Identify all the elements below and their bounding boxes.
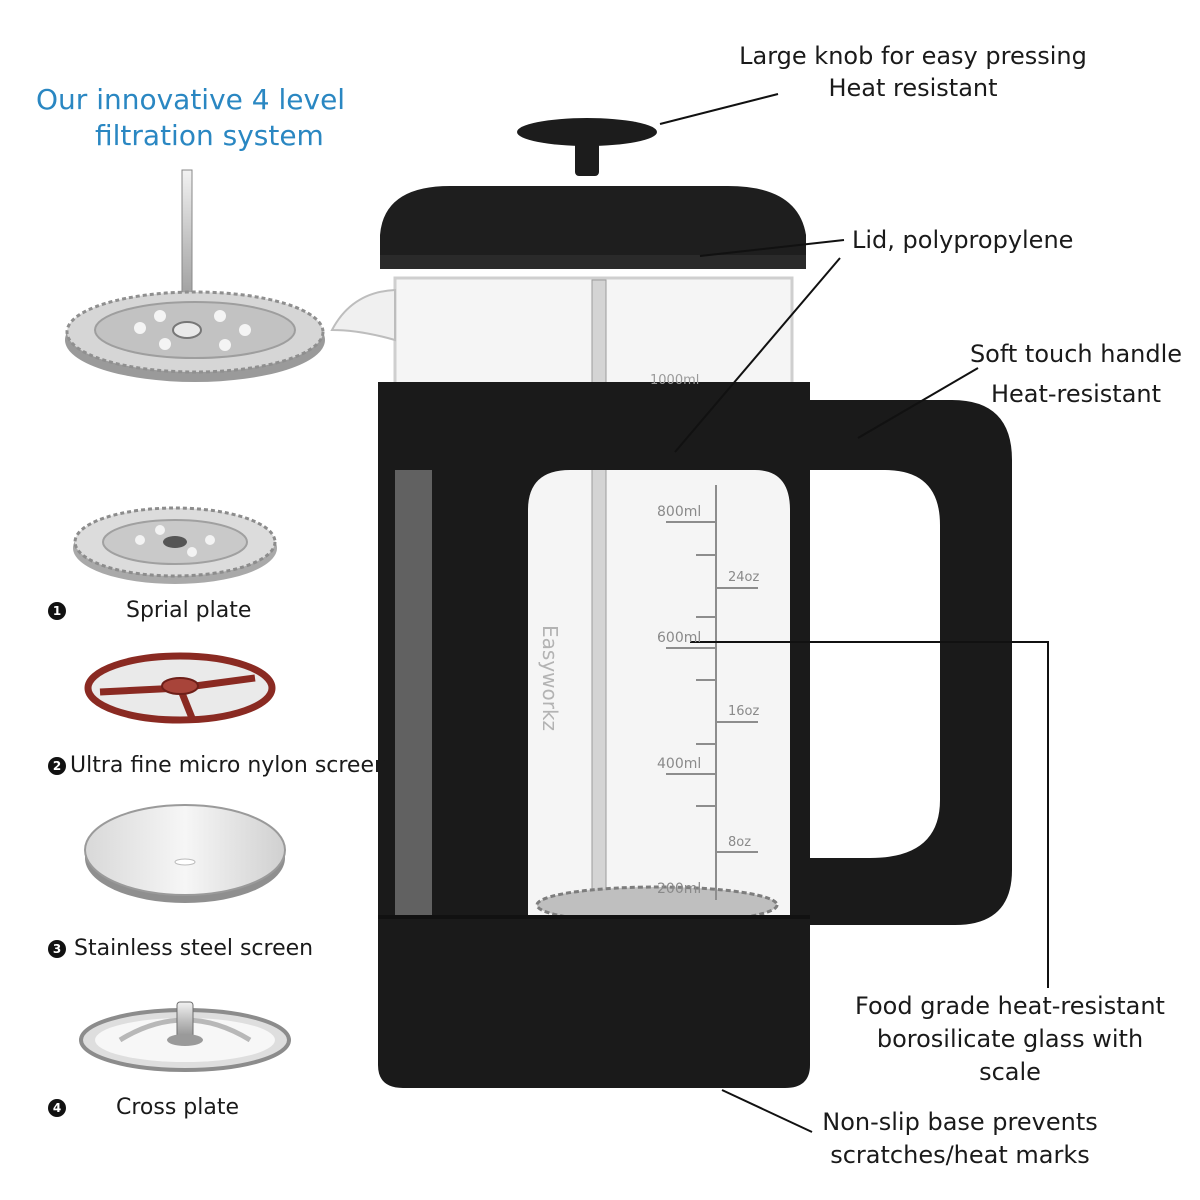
callout-base-line-2: scratches/heat marks [830, 1141, 1090, 1169]
callout-lid-line-1: Lid, polypropylene [852, 226, 1074, 254]
component-name-4: Cross plate [116, 1095, 240, 1120]
component-name-1: Sprial plate [126, 598, 252, 623]
number-badge-3: 3 [48, 940, 66, 958]
callout-handle-line-2: Heat-resistant [990, 380, 1162, 408]
cross-plate-image [79, 1001, 291, 1072]
leader-glass [690, 641, 1049, 988]
plunger-rod [591, 279, 607, 921]
knob [517, 118, 657, 146]
measurement-scale [666, 485, 758, 900]
scale-400ml: 400ml [657, 756, 702, 772]
leader-lid [699, 239, 845, 257]
callout-knob-line-1: Large knob for easy pressing [739, 42, 1087, 70]
leader-lid-body [674, 257, 841, 453]
callout-knob-line-2: Heat resistant [828, 74, 998, 102]
scale-24oz: 24oz [728, 570, 760, 585]
leader-knob [659, 93, 779, 125]
handle [790, 400, 1012, 925]
number-badge-4: 4 [48, 1099, 66, 1117]
component-name-2: Ultra fine micro nylon screen [70, 753, 388, 778]
scale-1000ml: 1000ml [650, 373, 700, 388]
number-badge-1: 1 [48, 602, 66, 620]
number-badge-2: 2 [48, 757, 66, 775]
scale-600ml: 600ml [657, 630, 702, 646]
brand-vertical-text: Easyworkz [538, 625, 562, 732]
component-label-3: 3 Stainless steel screen [48, 938, 313, 960]
callout-base-line-1: Non-slip base prevents [822, 1108, 1098, 1136]
scale-800ml: 800ml [657, 504, 702, 520]
scale-16oz: 16oz [728, 704, 760, 719]
component-name-3: Stainless steel screen [74, 936, 314, 961]
lid [380, 186, 806, 262]
callout-base: Non-slip base prevents scratches/heat ma… [812, 1110, 1108, 1167]
filter-assembly-image [65, 169, 325, 382]
callout-handle-line-1: Soft touch handle [969, 340, 1183, 368]
nylon-screen-image [84, 652, 276, 724]
callout-glass-line-3: scale [979, 1058, 1041, 1086]
callout-lid: Lid, polypropylene [852, 228, 1073, 252]
leader-lines [659, 93, 1049, 1133]
sleeve-frame [378, 382, 810, 1088]
callout-glass: Food grade heat-resistant borosilicate g… [838, 994, 1182, 1084]
component-label-4: 4 Cross plate [48, 1097, 239, 1119]
steel-screen-image [84, 804, 286, 903]
scale-8oz: 8oz [728, 835, 752, 850]
title-line-2: filtration system [95, 119, 324, 152]
spiral-plate-image [73, 506, 277, 584]
callout-glass-line-2: borosilicate glass with [876, 1025, 1144, 1053]
callout-handle: Soft touch handle Heat-resistant [960, 342, 1192, 406]
title-line-1: Our innovative 4 level [36, 83, 346, 116]
french-press-image [330, 118, 1012, 1088]
leader-handle [857, 367, 979, 439]
scale-200ml: 200ml [657, 881, 702, 897]
leader-base [721, 1089, 813, 1133]
component-label-1: 1 Sprial plate [48, 600, 251, 622]
callout-glass-line-1: Food grade heat-resistant [855, 992, 1165, 1020]
callout-knob: Large knob for easy pressing Heat resist… [728, 44, 1098, 100]
